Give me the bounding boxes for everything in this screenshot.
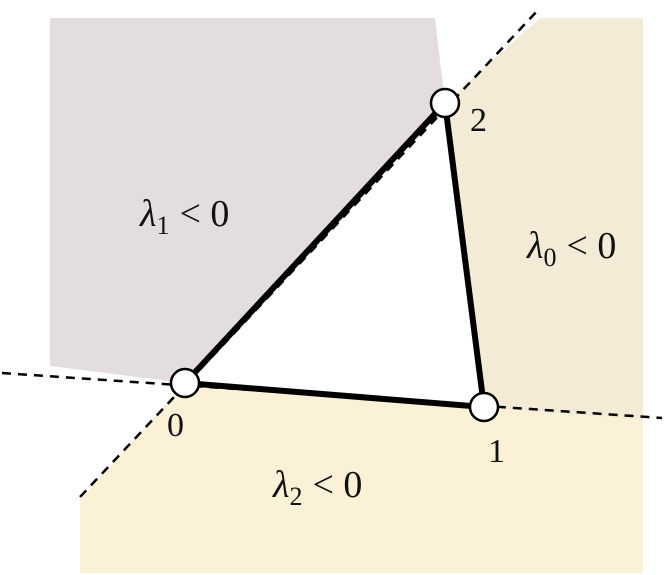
region-lambda1-relation: < 0 xyxy=(179,193,229,235)
region-lambda2-label: λ2 < 0 xyxy=(272,464,362,511)
vertex-0-label: 0 xyxy=(167,407,184,444)
region-lambda0-relation: < 0 xyxy=(566,225,616,267)
region-lambda0-index: 0 xyxy=(543,243,556,272)
region-lambda1-index: 1 xyxy=(156,211,169,240)
vertex-0-marker xyxy=(169,367,201,399)
edge-0-1 xyxy=(182,380,487,410)
region-lambda2-relation: < 0 xyxy=(312,464,362,506)
triangle-interior xyxy=(185,103,484,407)
vertex-1-marker xyxy=(468,391,500,423)
dashed-line-edge-01 xyxy=(1,371,663,420)
region-lambda0-label: λ0 < 0 xyxy=(526,225,616,272)
region-lambda2-symbol: λ xyxy=(272,464,289,506)
region-lambda0-shading xyxy=(445,18,643,420)
edge-0-2 xyxy=(182,100,448,386)
vertex-2-marker xyxy=(429,87,461,119)
region-lambda2-index: 2 xyxy=(289,482,302,511)
vertex-1-label: 1 xyxy=(488,433,505,470)
region-lambda1-symbol: λ xyxy=(139,193,156,235)
region-lambda1-label: λ1 < 0 xyxy=(139,193,229,240)
vertex-2-label: 2 xyxy=(470,102,487,139)
region-lambda0-symbol: λ xyxy=(526,225,543,267)
edge-2-1 xyxy=(442,100,487,410)
region-lambda2-shading xyxy=(80,383,643,573)
region-lambda1-shading xyxy=(50,18,445,383)
